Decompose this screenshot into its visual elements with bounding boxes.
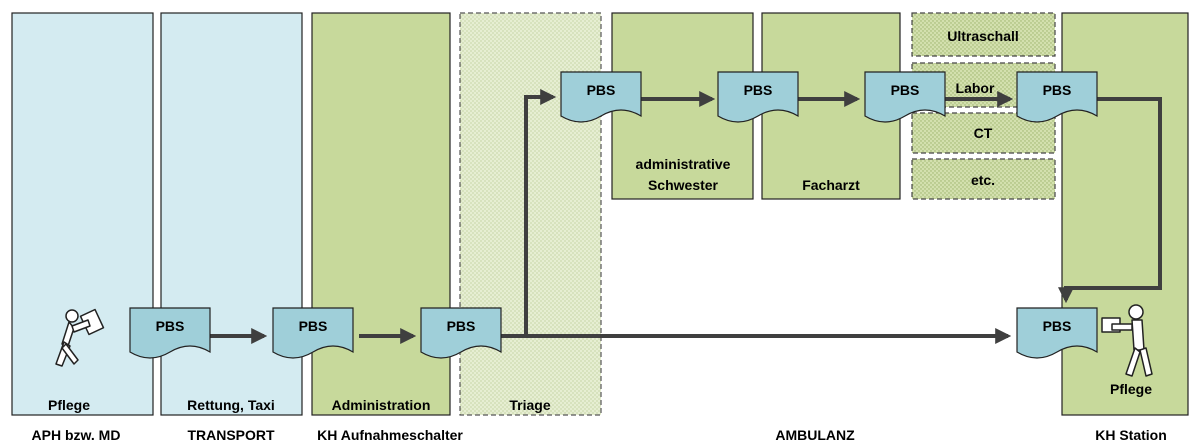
- bottom-label-admin: KH Aufnahmeschalter: [317, 427, 463, 443]
- pbs-document-aph: PBS: [129, 307, 211, 359]
- diagnostic-etc-label: etc.: [971, 172, 995, 188]
- lane-triage-caption: Triage: [509, 397, 550, 413]
- person-carrying-document-icon: [55, 308, 105, 367]
- person-receiving-document-icon: [1101, 304, 1153, 377]
- bottom-label-station: KH Station: [1095, 427, 1167, 443]
- pbs-document-facharzt: PBS: [717, 71, 799, 123]
- arrow-station-doc-to-station: [1058, 97, 1162, 304]
- diagnostic-ct-label: CT: [974, 125, 993, 141]
- pbs-label: PBS: [299, 318, 328, 334]
- flow-arrows: [210, 89, 1162, 344]
- pbs-label: PBS: [891, 82, 920, 98]
- admin-nurse-label-line1: administrative: [636, 156, 731, 172]
- lane-aph-caption: Pflege: [48, 397, 90, 413]
- facharzt-label: Facharzt: [802, 177, 860, 193]
- diagnostic-ultraschall-box: Ultraschall: [911, 12, 1056, 57]
- pbs-documents: PBS PBS PBS PBS PBS PBS PBS PBS: [129, 71, 1098, 359]
- lane-admin-caption: Administration: [332, 397, 431, 413]
- diagnostic-ultraschall-label: Ultraschall: [947, 28, 1019, 44]
- pbs-label: PBS: [587, 82, 616, 98]
- pbs-document-admin: PBS: [420, 307, 502, 359]
- pbs-document-transport: PBS: [272, 307, 354, 359]
- diagnostic-etc-box: etc.: [911, 158, 1056, 200]
- pbs-document-admin-nurse: PBS: [560, 71, 642, 123]
- bottom-label-transport: TRANSPORT: [187, 427, 275, 443]
- pbs-label: PBS: [156, 318, 185, 334]
- bottom-label-ambulanz: AMBULANZ: [775, 427, 855, 443]
- lane-aph: [11, 12, 154, 416]
- pbs-label: PBS: [744, 82, 773, 98]
- bottom-label-aph: APH bzw. MD: [32, 427, 121, 443]
- pbs-label: PBS: [1043, 82, 1072, 98]
- lane-station-caption: Pflege: [1110, 381, 1152, 397]
- pbs-document-station-top: PBS: [1016, 71, 1098, 123]
- diagnostic-labor-label: Labor: [956, 80, 995, 96]
- pbs-document-labor: PBS: [864, 71, 946, 123]
- pbs-label: PBS: [447, 318, 476, 334]
- lane-transport: Rettung, Taxi: [160, 12, 303, 416]
- lane-transport-caption: Rettung, Taxi: [187, 397, 275, 413]
- admin-nurse-label-line2: Schwester: [648, 177, 719, 193]
- pbs-label: PBS: [1043, 318, 1072, 334]
- pbs-document-station: PBS: [1016, 307, 1098, 359]
